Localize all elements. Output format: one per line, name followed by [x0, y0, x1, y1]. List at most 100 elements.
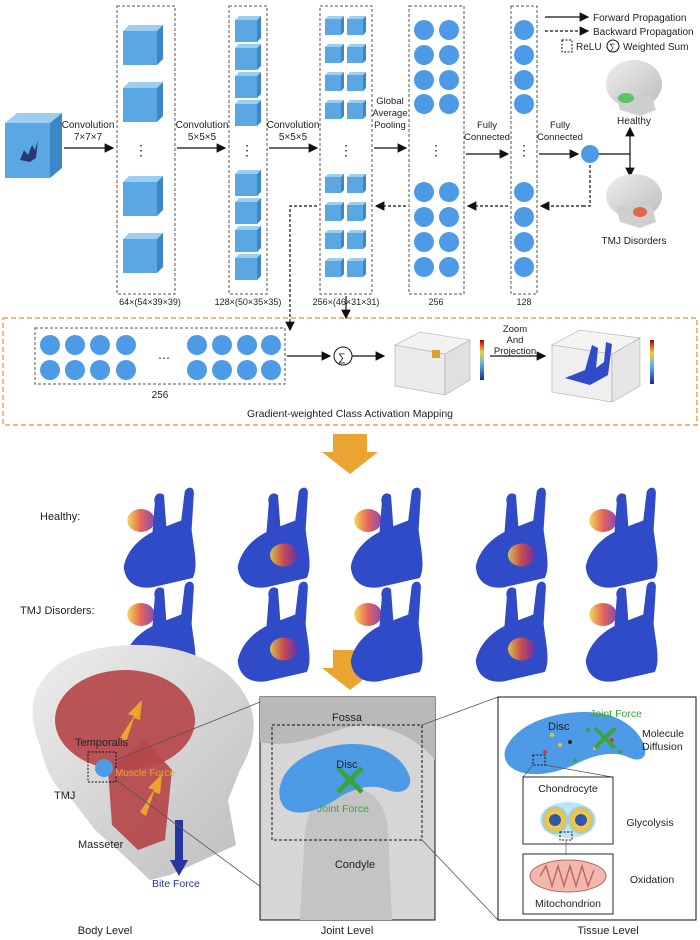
oxidation-label: Oxidation [630, 874, 675, 886]
dim1: 64×(54×39×39) [119, 297, 181, 307]
mandible-heatmap-icon [585, 487, 658, 588]
joint-force-label: Joint Force [317, 803, 369, 815]
weight-node [116, 335, 136, 355]
gap-label-1: Global [376, 96, 403, 107]
fc-node [514, 20, 534, 40]
legend-forward: Forward Propagation [593, 13, 686, 24]
feature-map-cube [347, 258, 366, 277]
tmj-label: TMJ [54, 790, 75, 802]
pooled-node [414, 94, 434, 114]
mandible-heatmap-icon [123, 487, 196, 588]
pooled-node [439, 207, 459, 227]
tmj-disc-icon [95, 759, 113, 777]
gradcam-box [2, 317, 698, 426]
weight-node [237, 335, 257, 355]
output-node [581, 145, 599, 163]
temporalis-muscle [55, 670, 195, 770]
molecule-label-2: Diffusion [642, 741, 683, 753]
pooled-node [439, 94, 459, 114]
weight-node [187, 360, 207, 380]
joint-level-panel: Fossa Disc Joint Force Condyle Joint Lev… [259, 696, 499, 937]
conv2-label-1: Convolution [176, 120, 229, 131]
mandible-heatmap-icon [475, 487, 548, 588]
tmj-mandibles [123, 581, 658, 682]
fc1-label-1: Fully [477, 120, 497, 131]
tissue-disc-shape [504, 712, 646, 775]
fc-node [514, 94, 534, 114]
conv3-label-1: Convolution [267, 120, 320, 131]
pooled-node [414, 45, 434, 65]
bite-force-label: Bite Force [152, 878, 200, 890]
mandible-heatmap-icon [123, 581, 196, 682]
pooled-node [414, 232, 434, 252]
healthy-mandibles [123, 487, 658, 588]
fc-box [510, 5, 538, 295]
output-healthy: Healthy [617, 116, 651, 127]
fc-node [514, 45, 534, 65]
condyle-label: Condyle [335, 859, 375, 871]
weight-node [90, 335, 110, 355]
gap-box [408, 5, 465, 295]
weight-node [116, 360, 136, 380]
feature-map-cube [325, 174, 344, 193]
bite-force-arrow-icon [170, 860, 188, 876]
input-volume [5, 113, 62, 178]
mandible-heatmap-icon [237, 581, 310, 682]
masseter-force-arrow-icon [140, 774, 162, 816]
weight-node [65, 335, 85, 355]
svg-text:⋮: ⋮ [134, 142, 148, 158]
glycolysis-label: Glycolysis [626, 817, 673, 829]
temporalis-label: Temporalis [75, 737, 129, 749]
mandible-heatmap-icon [475, 581, 548, 682]
pooled-node [439, 20, 459, 40]
pooled-node [439, 257, 459, 277]
condyle-bone [300, 787, 392, 920]
dim5: 128 [516, 297, 531, 307]
pooled-node [439, 70, 459, 90]
svg-text:⋮: ⋮ [240, 142, 254, 158]
output-tmj: TMJ Disorders [601, 236, 666, 247]
dim4: 256 [428, 297, 443, 307]
muscle-force-label: Muscle Force [115, 768, 175, 779]
fc-node [514, 207, 534, 227]
conv1-label-2: 7×7×7 [74, 132, 103, 143]
molecule-label-1: Molecule [642, 728, 684, 740]
activation-volume-icon [394, 331, 484, 396]
legend-weighted-sum: Weighted Sum [623, 42, 688, 53]
feature-map-cube [347, 100, 366, 119]
weight-node [65, 360, 85, 380]
conv1-label-1: Convolution [62, 120, 115, 131]
svg-text:⋮: ⋮ [429, 142, 443, 158]
tissue-level-caption: Tissue Level [577, 925, 638, 937]
feature-map-cube [325, 202, 344, 221]
fc1-label-2: Connected [464, 132, 510, 143]
svg-text:∑: ∑ [609, 42, 615, 52]
svg-text:⋮: ⋮ [339, 142, 353, 158]
weight-node [212, 360, 232, 380]
masseter-label: Masseter [78, 839, 124, 851]
mandible-heatmap-icon [350, 487, 423, 588]
svg-text:⋮: ⋮ [517, 142, 531, 158]
weight-node [261, 335, 281, 355]
feature-map-cube [325, 16, 344, 35]
legend-backward: Backward Propagation [593, 27, 694, 38]
fc-node [514, 232, 534, 252]
pooled-node [414, 257, 434, 277]
joint-force-arrows-icon [336, 766, 364, 794]
pooled-node [439, 232, 459, 252]
projected-mandible-icon [551, 329, 654, 403]
fossa-bone [260, 697, 435, 760]
feature-map-cube [325, 230, 344, 249]
fossa-label: Fossa [332, 712, 363, 724]
zoom-label-1: Zoom [503, 324, 527, 335]
mandible-thumb-icon [20, 140, 38, 162]
svg-text:⋯: ⋯ [158, 351, 170, 365]
feature-map-cube [325, 72, 344, 91]
gradcam-panel: ⋯ 256 ∑ Zoom And Projection Gradient-wei… [2, 317, 698, 426]
layer1-box [116, 5, 176, 295]
feature-map-cube [347, 202, 366, 221]
feature-map-cube [325, 44, 344, 63]
down-arrow-icon [322, 434, 378, 474]
feature-map-cube [347, 16, 366, 35]
